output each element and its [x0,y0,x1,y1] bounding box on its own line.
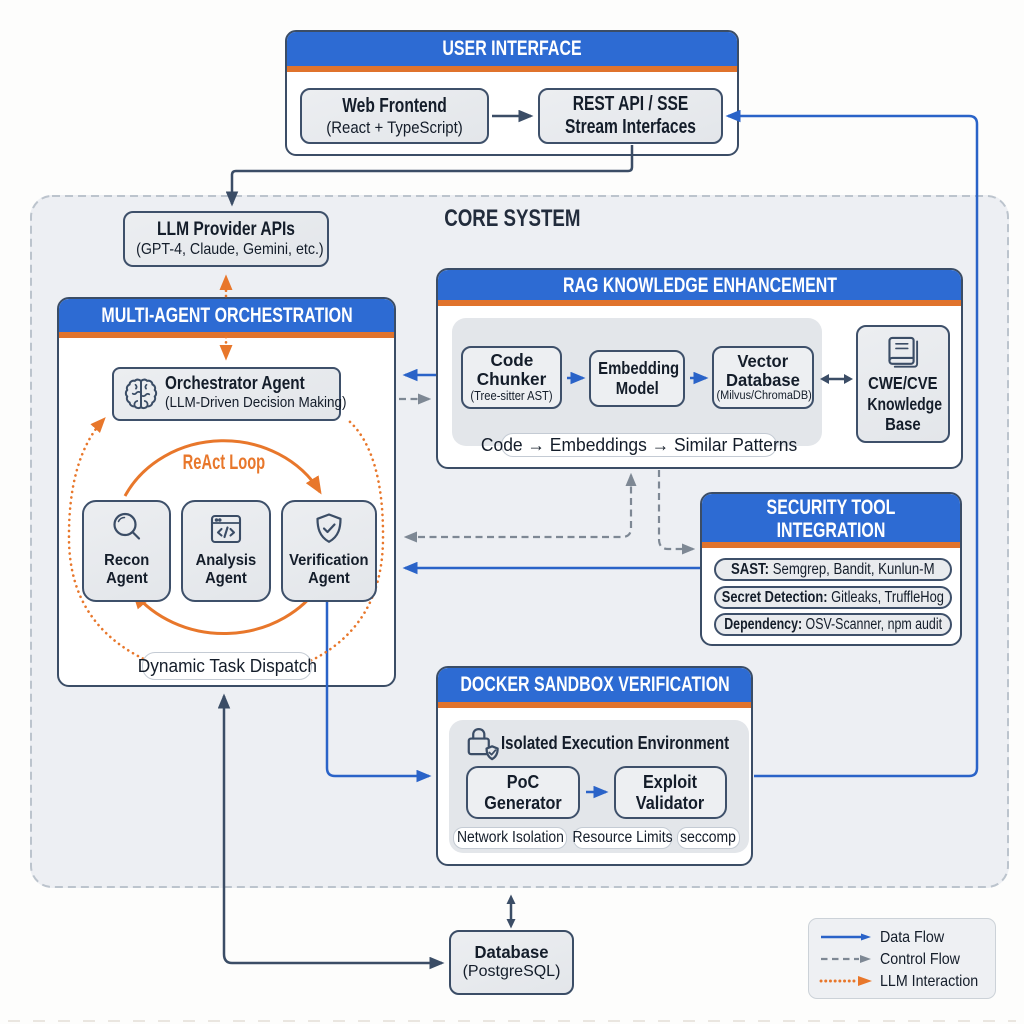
svg-text:LLM Interaction: LLM Interaction [880,974,978,991]
svg-text:Control Flow: Control Flow [880,952,960,969]
svg-text:Data Flow: Data Flow [880,930,944,947]
